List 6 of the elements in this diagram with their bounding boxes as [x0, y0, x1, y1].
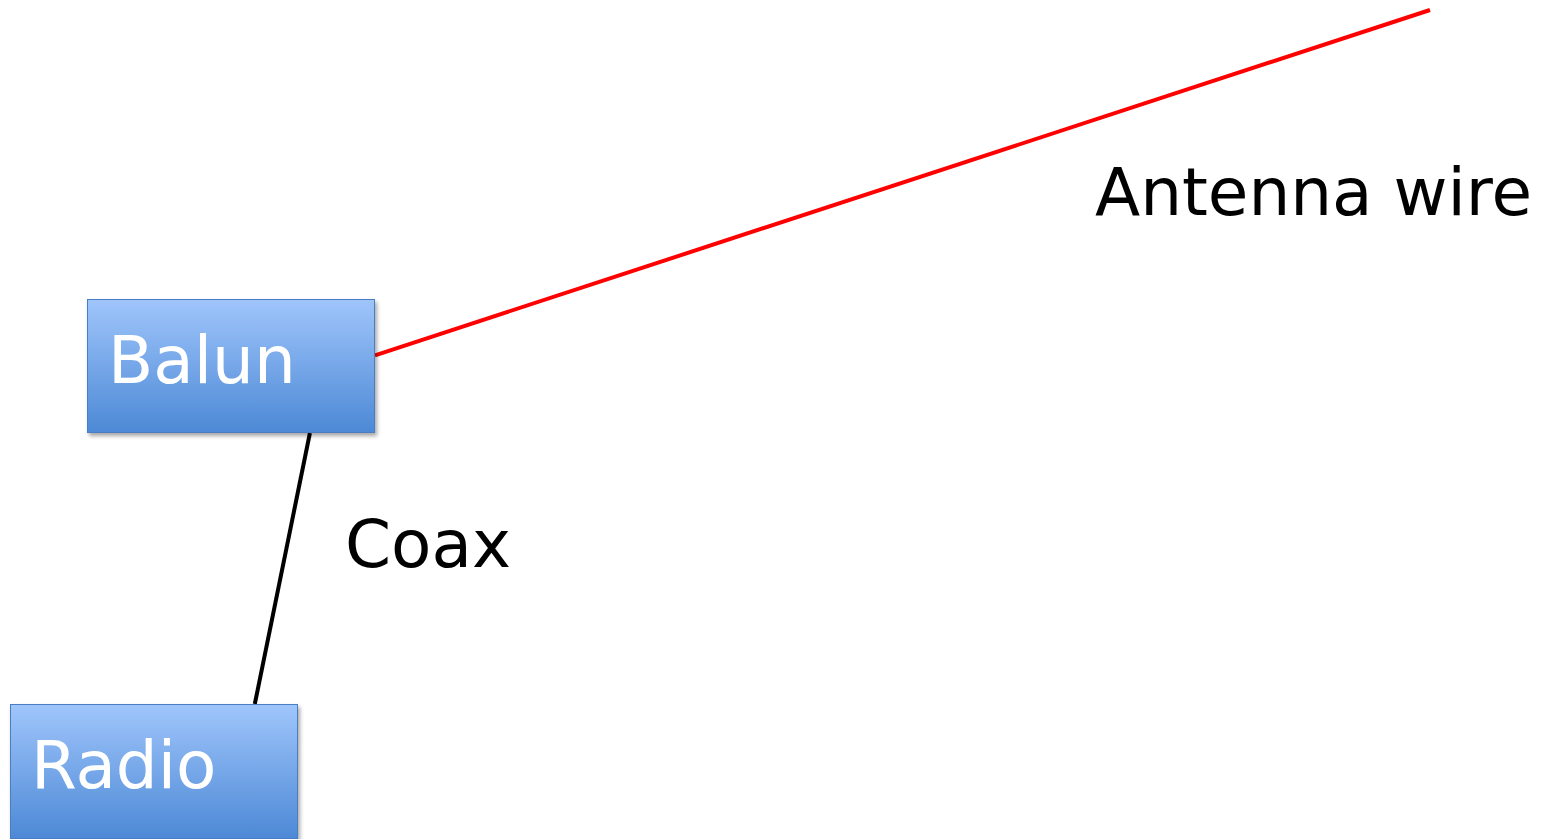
component-box	[10, 704, 298, 839]
component-label: Balun	[108, 328, 296, 394]
component-label: Radio	[31, 733, 217, 799]
antenna-wire	[374, 8, 1431, 358]
cable-line	[252, 432, 312, 705]
component-box	[87, 299, 375, 433]
